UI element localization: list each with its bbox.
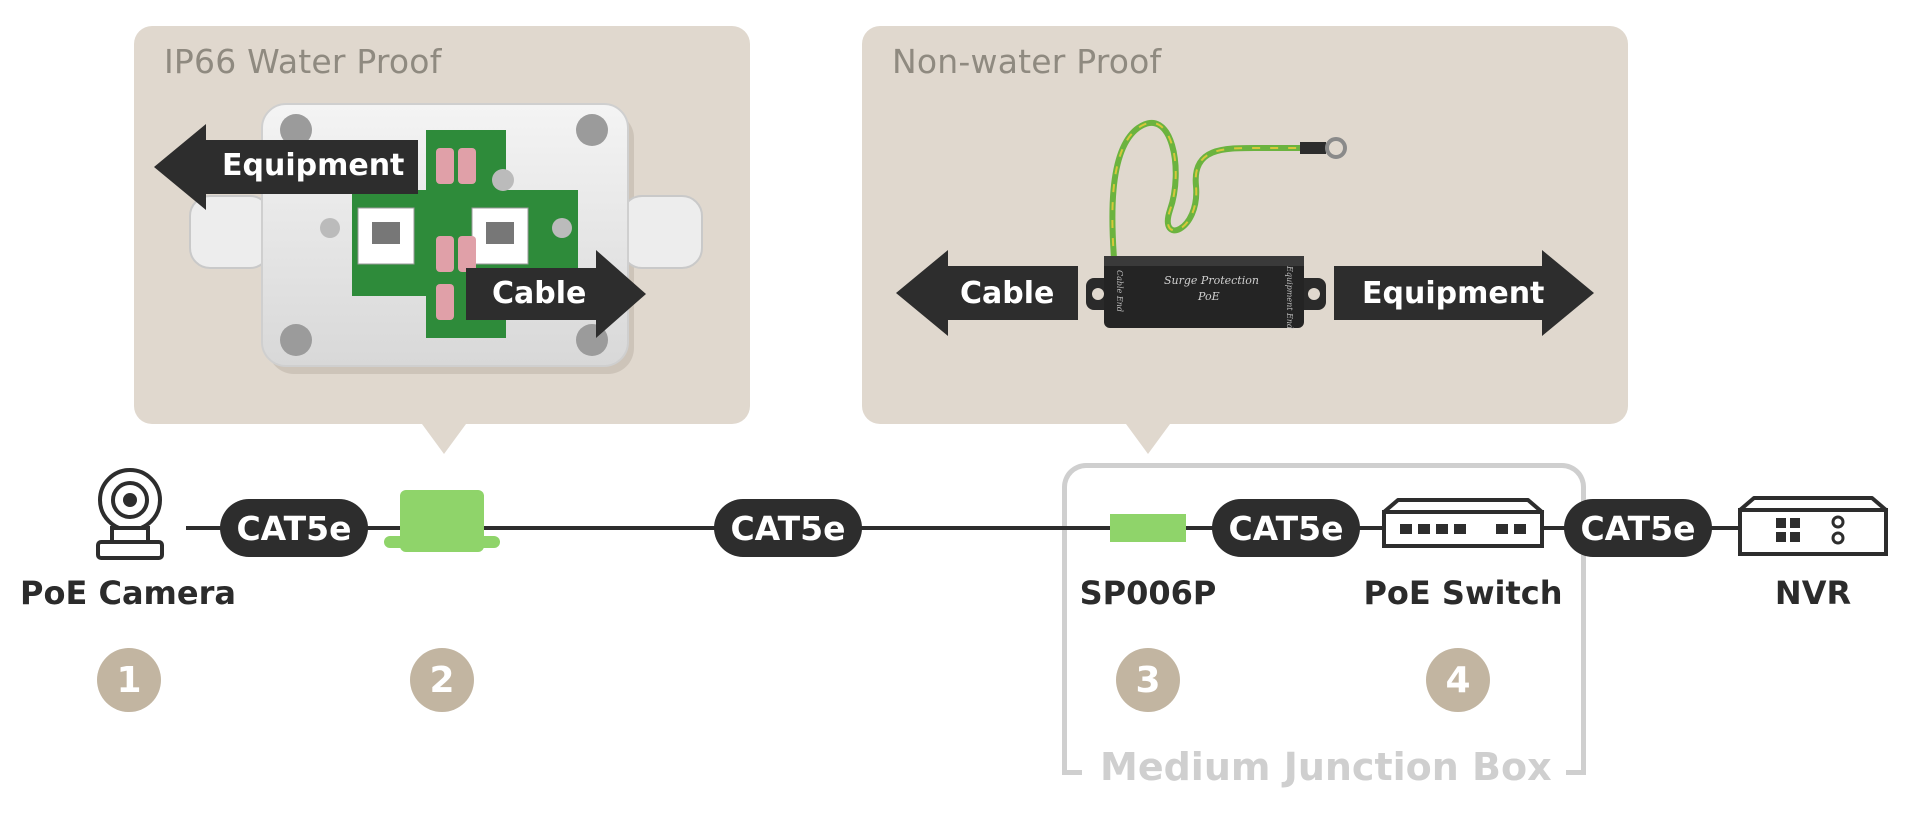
cable-arrow-left-panel-label: Cable [492,276,586,311]
non-waterproof-panel [862,26,1628,424]
sp006p-device-text-line1: Surge Protection [1164,274,1259,287]
step-4: 4 [1426,648,1490,712]
nvr-label: NVR [1775,574,1851,612]
waterproof-panel [134,26,750,424]
waterproof-panel-title: IP66 Water Proof [164,42,442,81]
junction-box-bottom-left [1062,770,1082,775]
non-waterproof-panel-pointer [1126,424,1170,454]
medium-junction-box-label: Medium Junction Box [1100,745,1552,789]
step-3: 3 [1116,648,1180,712]
step-2: 2 [410,648,474,712]
sp006p-side-label-equipment: Equipment End [1282,266,1294,329]
junction-box-bottom-right [1566,770,1586,775]
cable-label-4: CAT5e [1564,499,1712,557]
equipment-arrow-left-panel-label: Equipment [222,148,404,183]
equipment-arrow-right-panel-label: Equipment [1362,276,1544,311]
step-1: 1 [97,648,161,712]
cable-arrow-right-panel-label: Cable [960,276,1054,311]
cable-label-2: CAT5e [714,499,862,557]
sp006p-device-text-line2: PoE [1198,290,1220,303]
cable-label-3: CAT5e [1212,499,1360,557]
poe-switch-label: PoE Switch [1363,574,1562,612]
waterproof-panel-pointer [422,424,466,454]
sp006p-label: SP006P [1080,574,1217,612]
poe-camera-label: PoE Camera [20,574,236,612]
non-waterproof-panel-title: Non-water Proof [892,42,1161,81]
sp006p-side-label-cable: Cable End [1112,270,1124,312]
cable-label-1: CAT5e [220,499,368,557]
